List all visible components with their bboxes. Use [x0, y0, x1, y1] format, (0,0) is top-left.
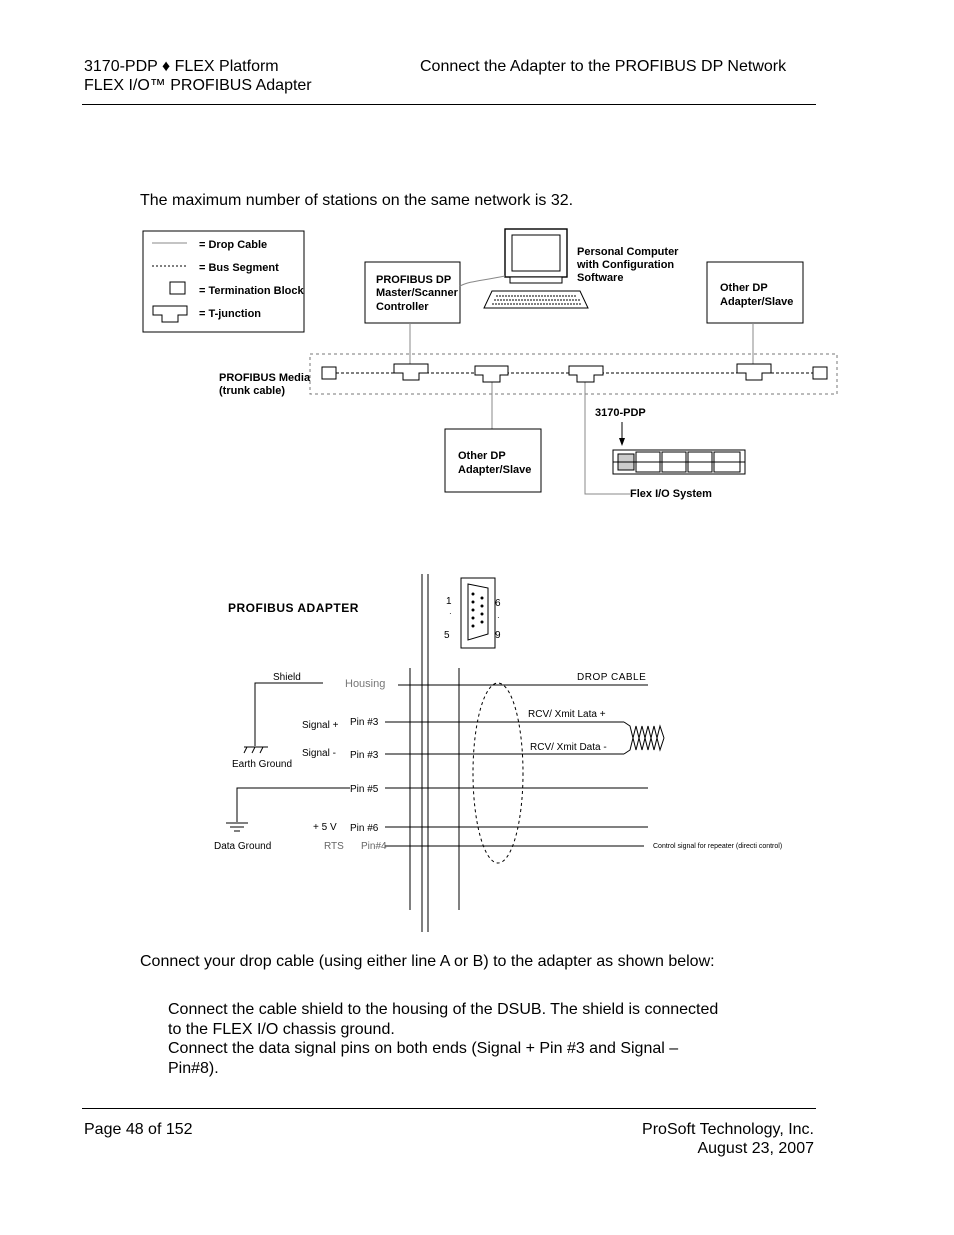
instruction-step-2: Connect the data signal pins on both end…	[168, 1040, 679, 1077]
flex-system-label: Flex I/O System	[630, 488, 712, 500]
master-label: PROFIBUS DP Master/Scanner Controller	[376, 274, 461, 313]
other-adapter-right-label: Other DP Adapter/Slave	[720, 282, 793, 308]
flex-io-rack-icon	[612, 449, 746, 475]
pin6-label: Pin #6	[350, 823, 379, 834]
legend-t-junction-icon	[152, 305, 188, 323]
other-adapter-bottom-box	[444, 428, 542, 493]
wiring-title: PROFIBUS ADAPTER	[228, 601, 359, 615]
drop-3170	[584, 382, 630, 495]
pin3b-label: Pin #3	[350, 750, 379, 761]
twisted-pair-bottom	[623, 724, 665, 755]
pin-dots-left: ·	[449, 609, 452, 618]
cable-shield-ellipse	[472, 682, 524, 864]
header-section-title: Connect the Adapter to the PROFIBUS DP N…	[420, 58, 787, 75]
master-box	[364, 261, 461, 324]
pin3a-label: Pin #3	[350, 717, 379, 728]
shield-label: Shield	[273, 672, 301, 683]
signal-plus-label: Signal +	[302, 720, 339, 731]
termination-block-left	[321, 366, 337, 380]
shield-wire	[254, 682, 323, 746]
data-ground-label: Data Ground	[214, 841, 271, 852]
instruction-step-1: Connect the cable shield to the housing …	[168, 1001, 719, 1038]
drop-cable-label: DROP CABLE	[577, 672, 646, 683]
pin-num-5: 5	[444, 630, 450, 641]
legend-drop-cable: = Drop Cable	[199, 239, 267, 251]
computer-icon	[483, 228, 589, 309]
other-adapter-bottom-label: Other DP Adapter/Slave	[458, 450, 531, 476]
footer-date: August 23, 2007	[697, 1140, 814, 1157]
device-3170-label: 3170-PDP	[595, 407, 646, 419]
pin-num-9: 9	[495, 630, 501, 641]
page-number: Page 48 of 152	[84, 1121, 193, 1138]
header-rule	[82, 104, 816, 105]
pin5-label: Pin #5	[350, 784, 379, 795]
rcv-plus-label: RCV/ Xmit Lata +	[528, 709, 606, 720]
legend-termination-block-icon	[169, 281, 186, 295]
legend-bus-segment: = Bus Segment	[199, 262, 279, 274]
header-product-line: 3170-PDP ♦ FLEX Platform	[84, 58, 279, 75]
earth-ground-label: Earth Ground	[232, 759, 292, 770]
rcv-minus-label: RCV/ Xmit Data -	[530, 742, 607, 753]
legend-termination-block: = Termination Block	[199, 285, 305, 297]
wiring-diagram: PROFIBUS ADAPTER 1 · 5 6 · 9 Shield Hous…	[214, 574, 782, 932]
t-junction-4	[736, 363, 772, 381]
signal-minus-label: Signal -	[302, 748, 336, 759]
rts-label: RTS	[324, 841, 344, 852]
data-ground-wire	[236, 787, 350, 822]
trunk-outline	[309, 353, 838, 395]
intro-text: The maximum number of stations on the sa…	[140, 192, 574, 209]
instructions-intro: Connect your drop cable (using either li…	[140, 953, 715, 970]
legend-t-junction: = T-junction	[199, 308, 261, 320]
pin-num-6: 6	[495, 598, 501, 609]
t-junction-2	[474, 365, 509, 383]
profibus-media-label: PROFIBUS Media (trunk cable)	[219, 372, 313, 397]
header-product-name: FLEX I/O™ PROFIBUS Adapter	[84, 77, 312, 94]
t-junction-1	[393, 363, 429, 381]
network-diagram: = Drop Cable = Bus Segment = Termination…	[142, 228, 838, 500]
footer-rule	[82, 1108, 816, 1109]
dsub-connector-icon	[460, 577, 496, 649]
termination-block-right	[812, 366, 828, 380]
control-signal-label: Control signal for repeater (directi con…	[653, 843, 782, 850]
plus5v-label: + 5 V	[313, 822, 337, 833]
pin4-label: Pin#4	[361, 841, 387, 852]
device-arrow-icon	[619, 438, 625, 446]
pin-dots-right: ·	[497, 613, 500, 622]
footer-company: ProSoft Technology, Inc.	[642, 1121, 814, 1138]
pin-num-1: 1	[446, 596, 452, 607]
housing-label: Housing	[345, 678, 385, 690]
pc-drop-cable	[459, 275, 506, 287]
pc-label: Personal Computer with Configuration Sof…	[576, 246, 682, 284]
other-adapter-right-box	[706, 261, 804, 324]
t-junction-3	[568, 365, 604, 383]
